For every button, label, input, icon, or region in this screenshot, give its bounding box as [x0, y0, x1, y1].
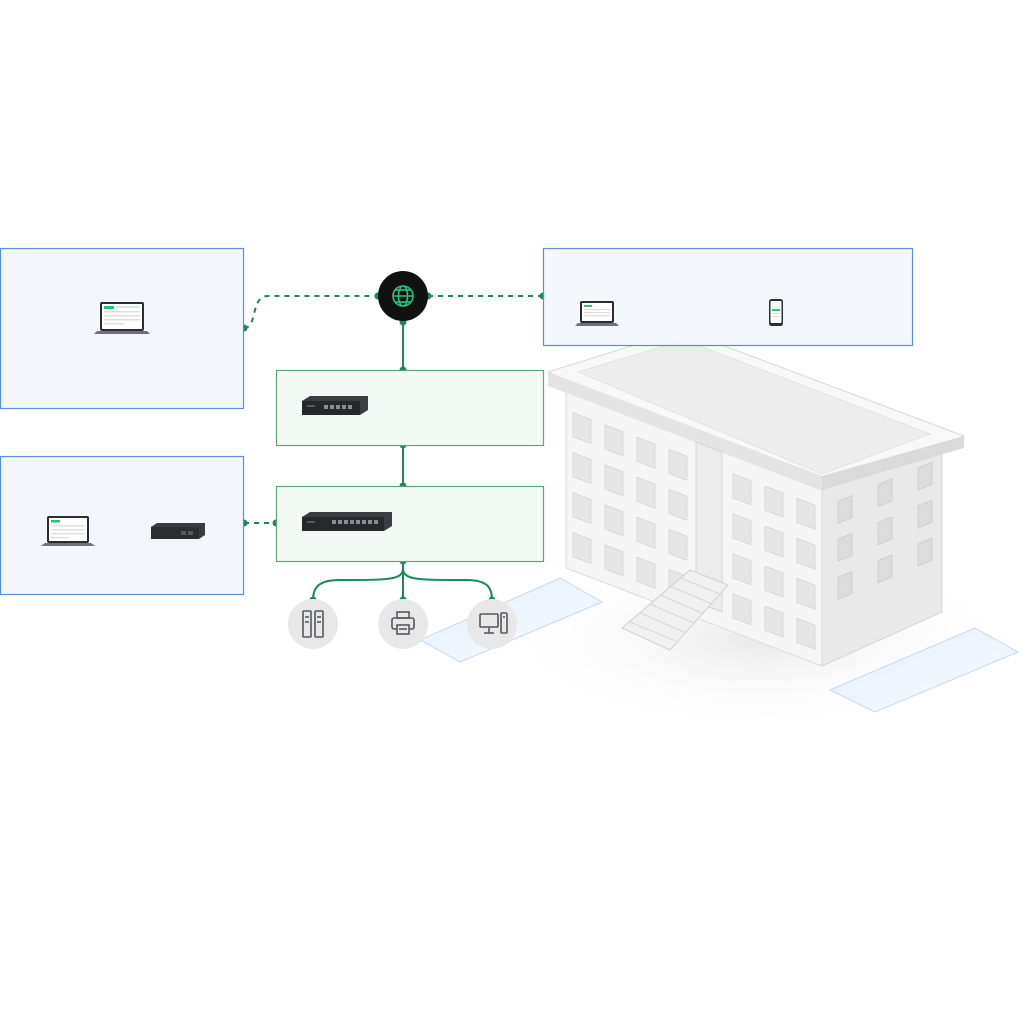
server-rack-icon	[288, 599, 338, 649]
building-window	[796, 497, 816, 530]
ground-glass-pad	[828, 627, 1020, 713]
building-window	[572, 452, 592, 485]
building-window	[572, 532, 592, 565]
building-windows-right	[837, 461, 933, 600]
local-management-panel	[0, 455, 245, 596]
building-window	[796, 537, 816, 570]
building-window	[877, 478, 893, 508]
smartphone-icon	[769, 299, 783, 326]
building-window	[636, 516, 656, 549]
internet-node	[378, 271, 428, 321]
building-window	[668, 528, 688, 561]
building-window	[764, 565, 784, 598]
building-window	[764, 605, 784, 638]
building-window	[732, 473, 752, 506]
building-window	[636, 436, 656, 469]
building-window	[877, 516, 893, 546]
building-window	[572, 492, 592, 525]
building-window	[636, 556, 656, 589]
building-window	[604, 504, 624, 537]
building-window	[732, 593, 752, 626]
cloud-to-internet-link	[243, 295, 378, 329]
building-window	[764, 525, 784, 558]
building-window	[877, 554, 893, 584]
building-window	[636, 476, 656, 509]
building-window	[837, 494, 853, 524]
controller-device-icon	[151, 523, 205, 539]
remote-access-panel	[542, 247, 914, 347]
building-window	[917, 499, 933, 529]
building-window	[796, 617, 816, 650]
building-window	[764, 485, 784, 518]
building-window	[572, 412, 592, 445]
building-window	[668, 448, 688, 481]
printer-icon	[378, 599, 428, 649]
laptop-icon	[94, 302, 150, 334]
switch-icon	[302, 512, 392, 531]
laptop-icon	[575, 301, 619, 326]
globe-icon	[392, 285, 414, 307]
building-window	[732, 553, 752, 586]
building-window	[796, 577, 816, 610]
connector-lines	[243, 295, 543, 601]
building-window	[604, 424, 624, 457]
building-window	[837, 570, 853, 600]
building-windows-left	[572, 412, 816, 650]
building-window	[604, 464, 624, 497]
router-icon	[302, 396, 368, 415]
building-window	[604, 544, 624, 577]
building-window	[917, 461, 933, 491]
building-window	[732, 513, 752, 546]
laptop-icon	[41, 516, 95, 546]
office-building-icon	[418, 329, 1020, 730]
desktop-computer-icon	[467, 599, 517, 649]
building-window	[668, 488, 688, 521]
building-window	[917, 537, 933, 567]
building-window	[837, 532, 853, 562]
